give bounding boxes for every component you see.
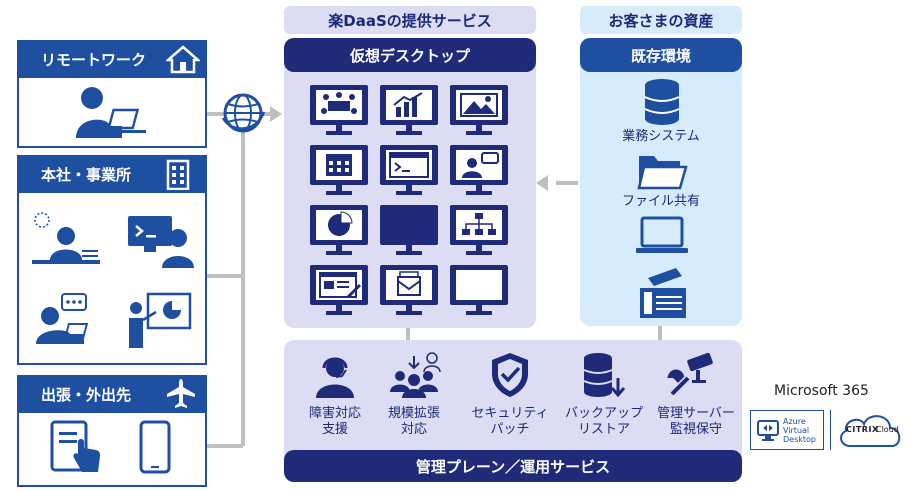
pie-chart-monitor-icon — [310, 205, 368, 255]
customer-header: お客さまの資産 — [580, 6, 742, 34]
feature-scale-expansion: 規模拡張 対応 — [374, 406, 454, 438]
feature-server-monitoring-line1: 管理サーバー — [657, 406, 735, 421]
desk-worker-icon — [32, 212, 100, 264]
management-title-bar: 管理プレーン／運用サービス — [284, 450, 742, 482]
microsoft-365-label: Microsoft 365 — [774, 383, 869, 399]
smartphone-icon — [139, 420, 171, 474]
feature-scale-expansion-line2: 対応 — [400, 422, 427, 437]
feature-incident-support-line2: 支援 — [321, 422, 348, 437]
brand-divider — [830, 410, 831, 450]
feature-backup-restore-line2: リストア — [577, 422, 630, 437]
travel-title: 出張・外出先 — [41, 385, 132, 404]
customer-header-label: お客さまの資産 — [608, 11, 714, 30]
laptop-icon — [636, 216, 688, 253]
backup-database-icon — [583, 353, 626, 398]
house-icon — [166, 45, 200, 74]
citrix-wordmark: CITRIX — [846, 425, 879, 434]
terminal-worker-icon — [128, 216, 194, 268]
multifunction-printer-icon — [640, 268, 686, 318]
feature-backup-restore: バックアップ リストア — [558, 406, 650, 438]
feature-security-patch: セキュリティ パッチ — [464, 406, 556, 438]
support-headset-icon — [316, 357, 354, 398]
azure-vd-line2: Virtual — [783, 426, 810, 435]
travel-card — [17, 413, 207, 487]
meeting-monitor-icon — [310, 85, 368, 135]
office-title: 本社・事業所 — [41, 165, 132, 184]
management-title: 管理プレーン／運用サービス — [415, 457, 611, 476]
chart-monitor-icon — [380, 85, 438, 135]
image-monitor-icon — [450, 85, 508, 135]
monitoring-camera-icon — [667, 352, 713, 396]
scale-out-users-icon — [390, 352, 441, 398]
feature-security-patch-line1: セキュリティ — [471, 406, 549, 421]
folder-icon — [637, 156, 688, 190]
globe-icon — [221, 93, 266, 133]
cloud-wordmark: Cloud — [876, 425, 899, 434]
empty-monitor-icon — [450, 265, 508, 315]
document-edit-monitor-icon — [310, 265, 368, 315]
blank-dark-monitor-icon — [380, 205, 438, 255]
file-share-label: ファイル共有 — [621, 194, 700, 209]
service-header: 楽DaaSの提供サービス — [284, 6, 536, 34]
desktop-title: 仮想デスクトップ — [349, 46, 470, 65]
terminal-monitor-icon — [380, 145, 438, 195]
azure-vd-icon — [757, 420, 779, 441]
org-chart-monitor-icon — [450, 205, 508, 255]
feature-security-patch-line2: パッチ — [490, 422, 530, 437]
remote-worker-icon — [76, 87, 146, 138]
citrix-cloud-logo — [840, 415, 901, 447]
feature-scale-expansion-line1: 規模拡張 — [387, 406, 440, 421]
database-icon — [644, 79, 680, 125]
remote-work-title: リモートワーク — [41, 50, 147, 69]
feature-server-monitoring-line2: 監視保守 — [669, 422, 722, 437]
business-system-label: 業務システム — [622, 129, 700, 144]
feature-backup-restore-line1: バックアップ — [564, 406, 643, 421]
azure-vd-line3: Desktop — [783, 435, 816, 444]
azure-vd-line1: Azure — [783, 417, 806, 426]
virtual-desktop-grid — [310, 85, 508, 315]
presenter-icon — [129, 292, 192, 348]
building-icon — [166, 159, 190, 190]
calendar-monitor-icon — [310, 145, 368, 195]
existing-env-title-bar: 既存環境 — [580, 38, 742, 72]
feature-server-monitoring: 管理サーバー 監視保守 — [644, 406, 748, 438]
mail-monitor-icon — [380, 265, 438, 315]
existing-env-title: 既存環境 — [630, 46, 691, 65]
feature-incident-support-line1: 障害対応 — [308, 406, 361, 421]
tablet-touch-icon — [50, 420, 100, 472]
desktop-title-bar: 仮想デスクトップ — [284, 38, 536, 72]
azure-virtual-desktop-logo: Azure Virtual Desktop — [750, 410, 824, 450]
security-shield-icon — [492, 353, 528, 397]
feature-incident-support: 障害対応 支援 — [295, 406, 375, 438]
video-chat-monitor-icon — [450, 145, 508, 195]
chat-worker-icon — [36, 293, 89, 344]
airplane-icon — [167, 379, 195, 408]
service-header-label: 楽DaaSの提供サービス — [328, 11, 492, 30]
